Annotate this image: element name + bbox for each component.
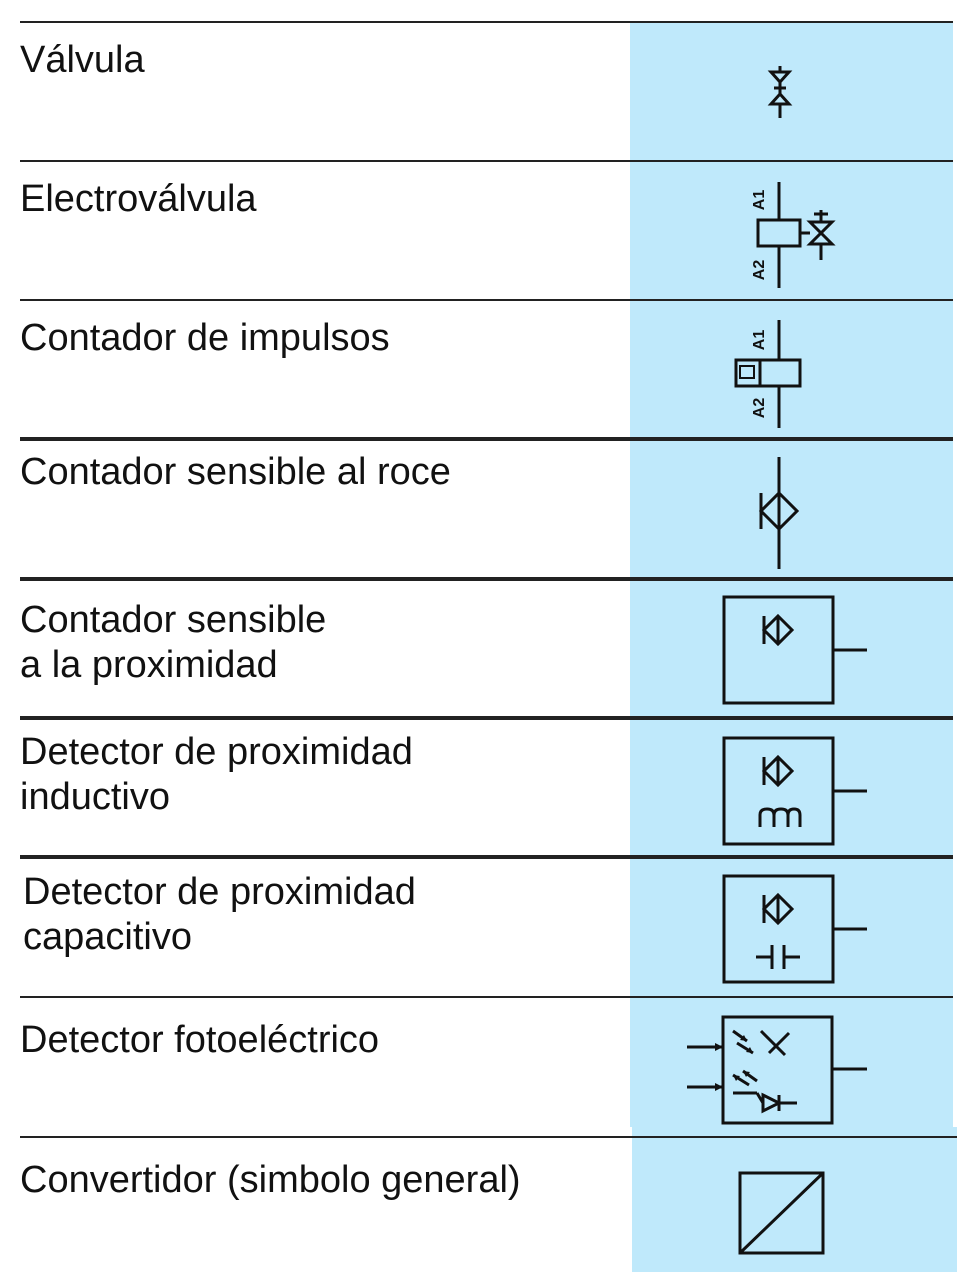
row-label-photoelectric-detector: Detector fotoeléctrico [20,1019,380,1061]
row-separator [20,855,953,859]
row-separator [20,21,953,23]
row-label-touch-contact: Contador sensible al roce [20,451,451,493]
terminal-label-a1: A1 [751,190,768,211]
row-separator [20,716,953,720]
converter-icon [735,1168,830,1258]
row-separator [20,996,953,998]
valve-icon [760,60,800,130]
row-separator [20,577,953,581]
row-label-valve: Válvula [20,39,145,81]
capacitive-proximity-detector-icon [720,873,870,987]
terminal-label-a1: A1 [751,330,768,351]
row-label-proximity-contact: Contador sensible a la proximidad [20,599,327,686]
row-separator [20,299,953,301]
solenoid-valve-icon: A1 A2 [751,178,850,293]
inductive-proximity-detector-icon [720,735,870,849]
terminal-label-a2: A2 [751,260,768,281]
row-label-capacitive-detector: Detector de proximidad capacitivo [23,871,416,958]
row-label-inductive-detector: Detector de proximidad inductivo [20,731,413,818]
row-separator [20,437,953,441]
touch-sensitive-contact-icon [745,455,815,573]
row-label-impulse-counter: Contador de impulsos [20,317,390,359]
symbol-column-background [630,22,953,1127]
terminal-label-a2: A2 [751,398,768,419]
row-separator [20,1136,957,1138]
row-label-solenoid-valve: Electroválvula [20,178,257,220]
impulse-counter-icon: A1 A2 [730,316,820,431]
row-label-converter: Convertidor (simbolo general) [20,1159,521,1201]
proximity-sensitive-contact-icon [720,594,870,708]
photoelectric-detector-icon [685,1013,870,1128]
row-separator [20,160,953,162]
